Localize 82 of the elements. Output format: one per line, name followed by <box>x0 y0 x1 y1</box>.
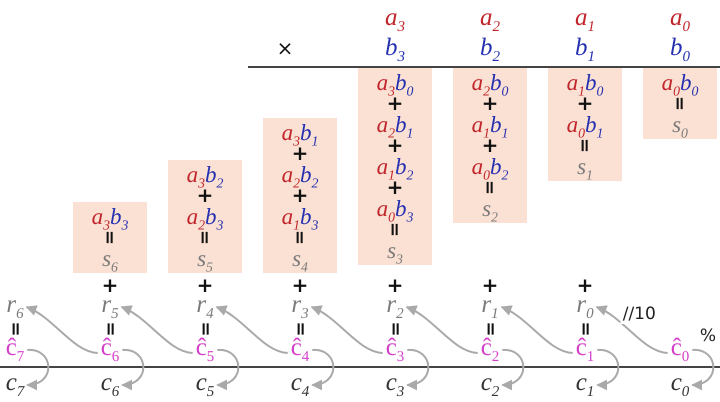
equals-sign: = <box>100 230 120 246</box>
curved-arrow <box>310 306 383 354</box>
math-symbol: c$_{0}$ <box>670 370 690 400</box>
product-term: a$_{1}$b$_{1}$ <box>472 114 508 135</box>
curved-arrow <box>691 349 714 390</box>
product-term: a$_{2}$b$_{1}$ <box>376 114 414 135</box>
equals-sign: = <box>576 321 594 337</box>
math-symbol: b$_{1}$ <box>575 35 595 65</box>
curved-arrow <box>216 349 240 390</box>
sum-term: s$_{4}$ <box>292 248 308 269</box>
equals-sign: = <box>480 180 500 196</box>
equals-sign: = <box>6 321 24 337</box>
curved-arrow <box>216 306 288 354</box>
sum-box <box>643 68 717 139</box>
sum-term: s$_{2}$ <box>482 198 498 219</box>
equals-sign: = <box>386 321 404 337</box>
product-term: a$_{2}$b$_{2}$ <box>282 164 318 185</box>
math-symbol: r$_{5}$ <box>101 292 119 322</box>
plus-sign: + <box>292 275 308 295</box>
math-symbol: r$_{4}$ <box>196 292 214 322</box>
equals-sign: = <box>290 230 310 246</box>
equals-sign: = <box>481 321 499 337</box>
math-symbol: c$_{6}$ <box>100 370 120 400</box>
curved-arrow <box>26 306 98 354</box>
math-symbol: c$_{5}$ <box>196 370 214 400</box>
curved-arrow <box>596 306 668 354</box>
equals-sign: = <box>670 96 690 112</box>
math-symbol: ĉ$_{2}$ <box>480 335 500 365</box>
math-symbol: ĉ$_{4}$ <box>290 335 310 365</box>
math-symbol: ĉ$_{5}$ <box>196 335 214 365</box>
sum-box <box>73 202 147 273</box>
math-symbol: a$_{1}$ <box>575 5 595 35</box>
math-symbol: r$_{2}$ <box>386 292 404 322</box>
plus-sign: + <box>196 275 214 295</box>
math-symbol: b$_{2}$ <box>480 35 500 65</box>
math-symbol: a$_{3}$ <box>385 5 405 35</box>
math-symbol: ĉ$_{1}$ <box>576 335 594 365</box>
plus-sign: + <box>576 275 594 295</box>
math-symbol: ĉ$_{0}$ <box>670 335 690 365</box>
sum-term: s$_{1}$ <box>577 156 593 177</box>
curved-arrow <box>26 349 50 390</box>
sum-box <box>263 118 337 273</box>
curved-arrow <box>500 306 573 354</box>
sum-box <box>453 68 527 223</box>
plus-sign: + <box>386 275 404 295</box>
curved-arrow <box>121 349 144 390</box>
math-symbol: ĉ$_{7}$ <box>6 335 24 365</box>
times-sign: × <box>276 38 294 58</box>
equals-sign: = <box>101 321 119 337</box>
equals-sign: = <box>291 321 309 337</box>
curved-arrow <box>120 306 193 354</box>
math-symbol: c$_{2}$ <box>480 370 500 400</box>
math-symbol: b$_{0}$ <box>670 35 690 65</box>
plus-sign: + <box>102 275 118 295</box>
equals-sign: = <box>196 321 214 337</box>
sum-box <box>168 160 242 273</box>
curved-arrow <box>406 349 430 390</box>
equals-sign: = <box>194 230 216 246</box>
curved-arrow <box>596 349 620 390</box>
math-symbol: r$_{1}$ <box>481 292 499 322</box>
sum-box <box>358 68 432 265</box>
product-term: a$_{1}$b$_{2}$ <box>376 156 414 177</box>
math-symbol: c$_{7}$ <box>6 370 24 400</box>
math-symbol: r$_{0}$ <box>576 292 594 322</box>
math-symbol: c$_{4}$ <box>290 370 310 400</box>
curved-arrow <box>501 349 524 390</box>
math-symbol: r$_{3}$ <box>291 292 309 322</box>
equals-sign: = <box>574 138 596 154</box>
curved-arrow <box>311 349 334 390</box>
math-symbol: b$_{3}$ <box>385 35 405 65</box>
math-symbol: c$_{1}$ <box>576 370 594 400</box>
curved-arrow <box>406 306 478 354</box>
math-symbol: ĉ$_{3}$ <box>386 335 404 365</box>
edge-label: //10 <box>620 304 658 324</box>
plus-sign: + <box>482 275 498 295</box>
math-symbol: ĉ$_{6}$ <box>100 335 120 365</box>
math-symbol: c$_{3}$ <box>386 370 404 400</box>
sum-box <box>548 68 622 181</box>
math-symbol: a$_{2}$ <box>480 5 500 35</box>
math-symbol: a$_{0}$ <box>670 5 690 35</box>
math-symbol: r$_{6}$ <box>6 292 24 322</box>
equals-sign: = <box>384 222 406 238</box>
